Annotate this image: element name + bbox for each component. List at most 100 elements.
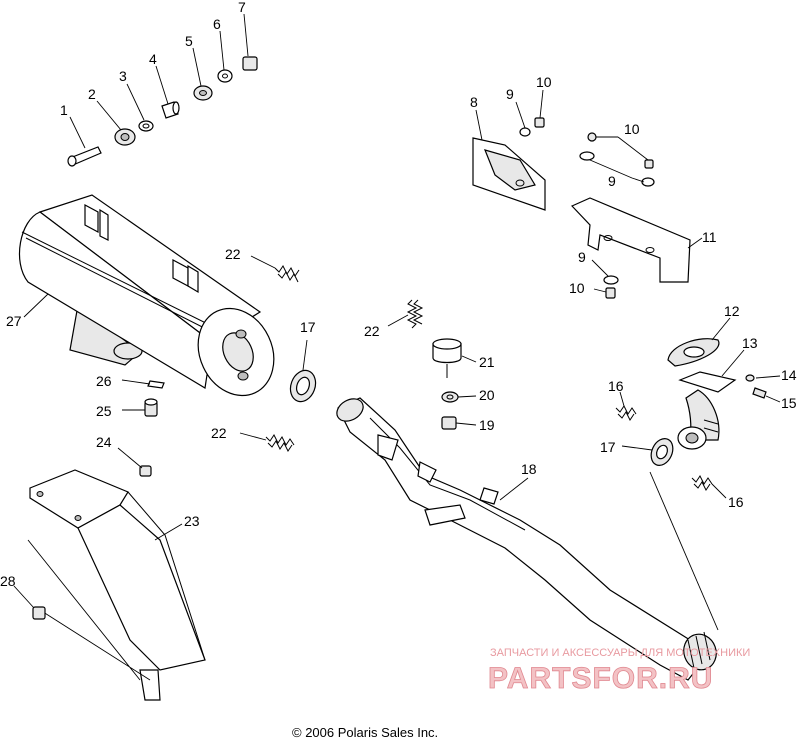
part-12-gasket	[667, 338, 720, 367]
leader-22a	[250, 255, 276, 269]
part-2-grommet	[114, 128, 136, 146]
callout-22b: 22	[364, 323, 380, 339]
part-28-nut	[32, 606, 46, 620]
part-26-clip	[147, 380, 165, 389]
callout-9b: 9	[608, 173, 616, 189]
leader-24	[117, 447, 143, 469]
part-15-stud	[752, 387, 767, 399]
leader-11	[687, 237, 703, 249]
part-13-flange-elbow	[677, 371, 737, 450]
leader-9c	[591, 259, 609, 277]
part-14-nut	[745, 374, 755, 382]
part-20-washer	[441, 391, 459, 403]
part-11-bracket	[570, 197, 691, 283]
callout-28: 28	[0, 573, 16, 589]
part-21-cap	[432, 338, 462, 378]
part-9-washer-c	[603, 275, 619, 299]
watermark-logo-text: PARTSFOR.RU	[488, 662, 713, 695]
leader-22b	[387, 314, 409, 327]
part-7-nut	[242, 56, 258, 71]
leader-20	[457, 395, 477, 398]
part-1-bolt	[67, 146, 102, 167]
leader-12	[711, 317, 731, 341]
callout-10b: 10	[624, 121, 640, 137]
callout-7: 7	[238, 0, 246, 15]
leader-21	[461, 355, 477, 363]
leader-17a	[302, 339, 308, 371]
callout-11: 11	[702, 229, 717, 245]
leader-15	[765, 395, 781, 403]
leader-10a	[539, 89, 544, 119]
leader-8	[475, 109, 483, 141]
part-22-spring-c	[265, 434, 295, 452]
callout-24: 24	[96, 434, 112, 450]
callout-labels: 1 2 3 4 5 6 7 8 9 10 10 9 11 9 10 12 13 …	[0, 0, 797, 589]
callout-15: 15	[781, 395, 797, 411]
callout-21: 21	[479, 354, 495, 370]
callout-14: 14	[781, 367, 797, 383]
part-4-spacer	[161, 101, 180, 119]
callout-6: 6	[213, 16, 221, 32]
part-9-washer-a	[519, 127, 531, 137]
callout-9a: 9	[506, 86, 514, 102]
leader-22c	[239, 432, 267, 441]
callout-27: 27	[6, 313, 22, 329]
part-22-spring-b	[406, 299, 424, 329]
callout-20: 20	[479, 387, 495, 403]
part-5-nut	[193, 85, 213, 101]
part-16-spring-a	[615, 405, 637, 421]
callout-22a: 22	[225, 246, 241, 262]
callout-10a: 10	[536, 74, 552, 90]
callout-23: 23	[184, 513, 200, 529]
callout-4: 4	[149, 51, 157, 67]
callout-22c: 22	[211, 425, 227, 441]
part-10-bolt-b	[579, 132, 655, 187]
copyright-notice: © 2006 Polaris Sales Inc.	[292, 725, 438, 740]
part-23-heat-shield	[29, 469, 206, 701]
callout-16b: 16	[728, 494, 744, 510]
callout-16a: 16	[608, 378, 624, 394]
watermark: ЗАПЧАСТИ И АКСЕССУАРЫ ДЛЯ МОТОТЕХНИКИ PA…	[488, 647, 751, 695]
part-18-head-pipe	[336, 397, 717, 681]
leader-17b	[621, 445, 653, 451]
leader-23-ext	[27, 539, 151, 681]
leader-16a	[619, 391, 625, 407]
callout-2: 2	[88, 86, 96, 102]
callout-8: 8	[470, 94, 478, 110]
callout-12: 12	[724, 303, 740, 319]
leader-9a	[515, 101, 526, 129]
leader-17b-ext	[649, 471, 719, 631]
part-22-spring-a	[274, 265, 300, 283]
part-6-washer	[217, 69, 233, 83]
part-8-bracket	[472, 137, 546, 211]
callout-18: 18	[521, 461, 537, 477]
callout-10c: 10	[569, 280, 585, 296]
part-27-muffler	[18, 194, 275, 397]
leader-9b	[589, 159, 645, 183]
part-3-washer	[138, 120, 154, 132]
leader-10b	[596, 136, 649, 161]
part-10-nut-a	[534, 117, 545, 128]
callout-13: 13	[742, 335, 758, 351]
leader-27	[23, 293, 49, 318]
leader-28	[13, 585, 35, 609]
callout-9c: 9	[578, 249, 586, 265]
callout-25: 25	[96, 403, 112, 419]
callout-17a: 17	[300, 319, 316, 335]
leader-26	[121, 379, 151, 385]
part-24-nut	[139, 465, 152, 477]
watermark-tagline: ЗАПЧАСТИ И АКСЕССУАРЫ ДЛЯ МОТОТЕХНИКИ	[490, 647, 750, 659]
callout-3: 3	[119, 68, 127, 84]
part-19-nut	[441, 416, 457, 430]
leader-23	[154, 523, 183, 541]
leader-16b	[711, 483, 727, 499]
part-17-gasket-left	[289, 369, 317, 403]
leader-10c	[593, 288, 607, 293]
callout-26: 26	[96, 373, 112, 389]
leader-14	[755, 375, 781, 379]
callout-19: 19	[479, 417, 495, 433]
callout-1: 1	[60, 102, 68, 118]
part-25-fitting	[144, 398, 158, 417]
part-17-gasket-right	[650, 438, 674, 466]
